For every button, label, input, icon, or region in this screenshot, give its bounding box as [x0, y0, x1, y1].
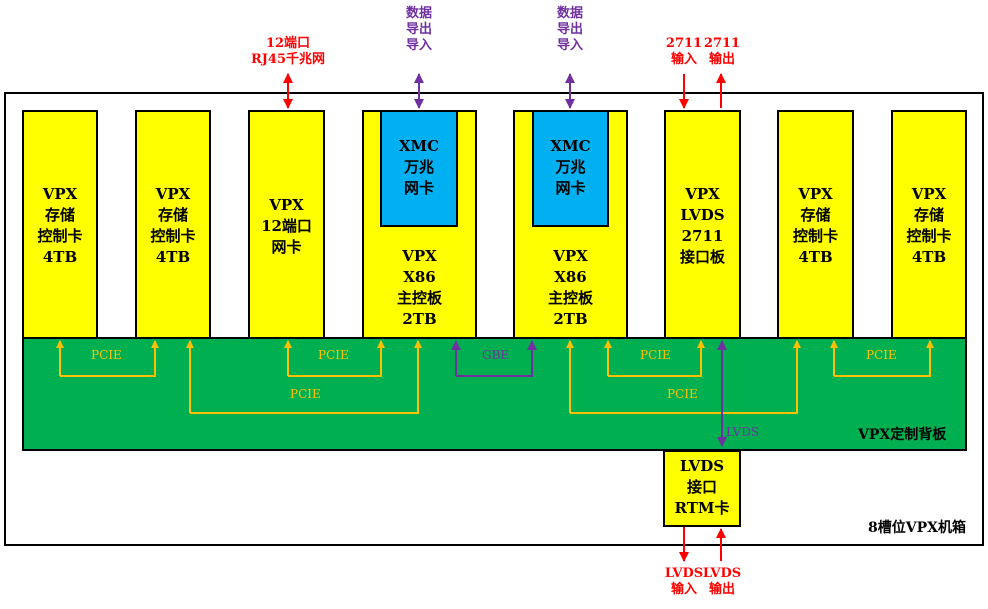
lvds-in-label: LVDS 输入 — [664, 566, 704, 597]
in-2711-label: 2711 输入 — [665, 36, 703, 67]
data-io-label-b: 数据 导出 导入 — [556, 6, 583, 53]
out-2711-label: 2711 输出 — [703, 36, 741, 67]
backplane-label: VPX定制背板 — [858, 427, 947, 443]
xmc-card-b: XMC 万兆 网卡 — [532, 110, 609, 227]
pcie-label-1: PCIE — [91, 348, 122, 362]
card-lvds-2711: VPX LVDS 2711 接口板 — [664, 110, 741, 339]
card-x86-a-label: VPX X86 主控板 2TB — [396, 247, 442, 328]
rj45-label: 12端口 RJ45千兆网 — [250, 36, 326, 67]
card-storage-3: VPX 存储 控制卡 4TB — [777, 110, 854, 339]
pcie-label-3: PCIE — [290, 387, 321, 401]
pcie-label-2: PCIE — [318, 348, 349, 362]
card-storage-1: VPX 存储 控制卡 4TB — [22, 110, 98, 339]
chassis-label: 8槽位VPX机箱 — [868, 520, 966, 536]
card-lvds-rtm-label: LVDS 接口 RTM卡 — [674, 457, 730, 517]
data-io-label-a: 数据 导出 导入 — [405, 6, 432, 53]
pcie-label-5: PCIE — [667, 387, 698, 401]
card-network: VPX 12端口 网卡 — [248, 110, 325, 339]
card-storage-4: VPX 存储 控制卡 4TB — [891, 110, 967, 339]
card-lvds-rtm: LVDS 接口 RTM卡 — [663, 450, 741, 527]
gbe-label: GBE — [482, 348, 510, 362]
lvds-bus-label: LVDS — [726, 425, 760, 439]
card-storage-1-label: VPX 存储 控制卡 4TB — [37, 185, 83, 266]
card-storage-3-label: VPX 存储 控制卡 4TB — [792, 185, 838, 266]
card-lvds-2711-label: VPX LVDS 2711 接口板 — [679, 185, 725, 266]
card-x86-b-label: VPX X86 主控板 2TB — [547, 247, 593, 328]
xmc-card-a: XMC 万兆 网卡 — [380, 110, 458, 227]
card-network-label: VPX 12端口 网卡 — [261, 196, 312, 256]
xmc-card-a-label: XMC 万兆 网卡 — [398, 137, 440, 197]
card-storage-2: VPX 存储 控制卡 4TB — [135, 110, 211, 339]
vpx-backplane — [22, 337, 967, 451]
card-storage-2-label: VPX 存储 控制卡 4TB — [150, 185, 196, 266]
xmc-card-b-label: XMC 万兆 网卡 — [550, 137, 591, 197]
card-storage-4-label: VPX 存储 控制卡 4TB — [906, 185, 952, 266]
lvds-out-label: LVDS 输出 — [702, 566, 742, 597]
pcie-label-4: PCIE — [640, 348, 671, 362]
pcie-label-6: PCIE — [866, 348, 897, 362]
